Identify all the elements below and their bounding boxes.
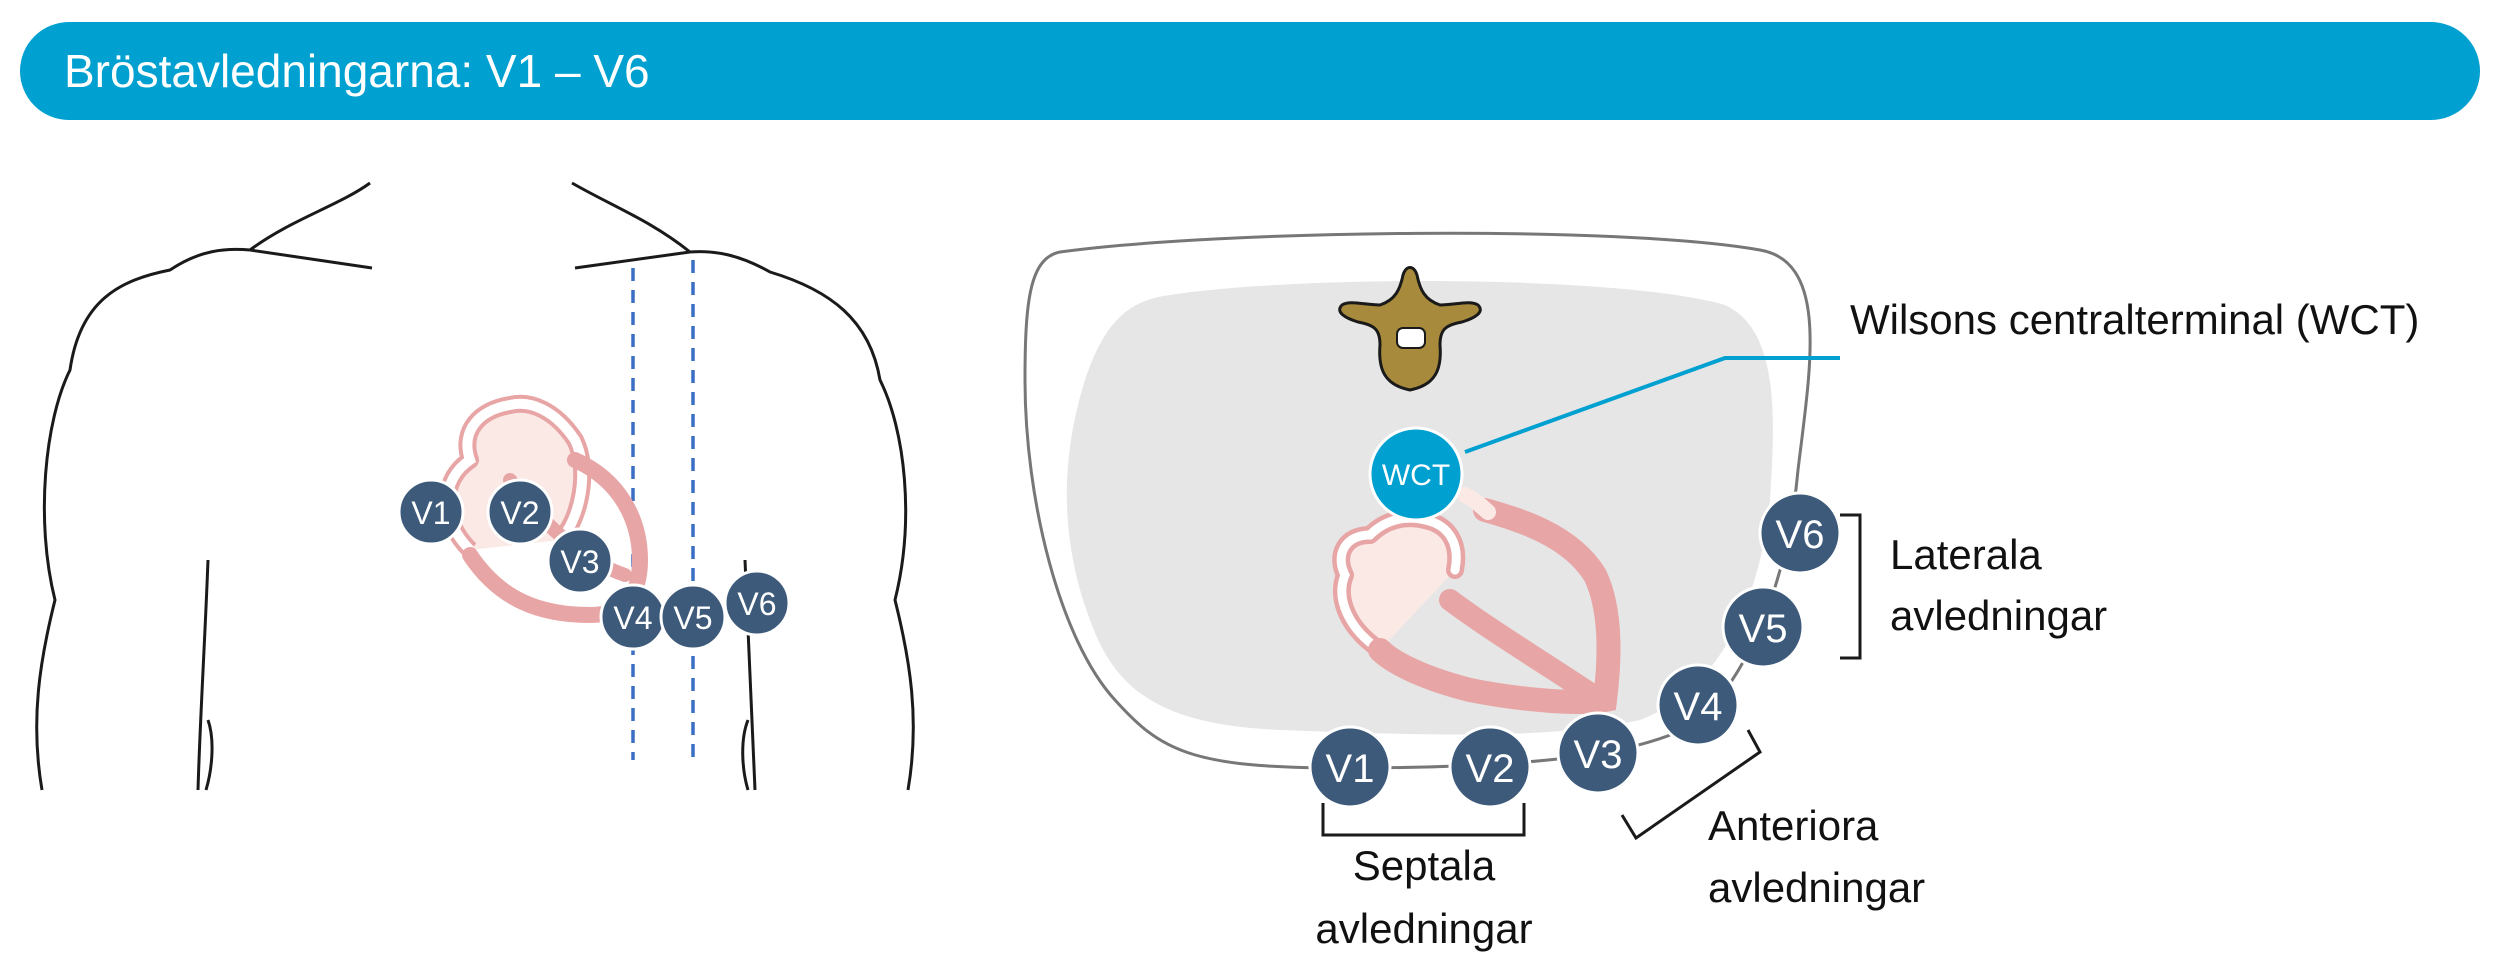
- guide-lines: [631, 260, 695, 760]
- anterior-bracket: [1620, 729, 1762, 841]
- septal-bracket: [1321, 803, 1526, 837]
- wct-node: WCT: [1368, 426, 1464, 522]
- right-electrode-v6: V6: [1758, 491, 1842, 575]
- vertebra-icon: [1338, 266, 1482, 392]
- torso-outline: [35, 181, 915, 791]
- left-electrode-label: V1: [411, 495, 450, 531]
- left-electrode-label: V3: [560, 544, 599, 580]
- septal-label-line1: Septala: [1353, 842, 1496, 889]
- right-electrode-label: V4: [1674, 685, 1723, 729]
- anterior-label-line1: Anteriora: [1708, 802, 1879, 849]
- lateral-label-line1: Laterala: [1890, 531, 2042, 578]
- brackets: [1321, 513, 1862, 841]
- right-electrode-v1: V1: [1308, 725, 1392, 809]
- left-electrode-v2: V2: [486, 478, 554, 546]
- septal-label-line2: avledningar: [1315, 905, 1532, 952]
- lateral-bracket: [1840, 513, 1862, 660]
- right-electrode-v3: V3: [1556, 711, 1640, 795]
- left-electrode-label: V2: [500, 495, 539, 531]
- left-electrode-v3: V3: [546, 527, 614, 595]
- right-electrode-label: V6: [1776, 513, 1825, 557]
- right-electrode-label: V3: [1574, 733, 1623, 777]
- left-electrode-label: V6: [737, 586, 776, 622]
- right-electrode-label: V2: [1466, 747, 1515, 791]
- header-bar: Bröstavledningarna: V1 – V6: [20, 22, 2480, 120]
- wct-callout-line: [1464, 356, 1840, 454]
- right-electrode-v4: V4: [1656, 663, 1740, 747]
- left-electrode-v5: V5: [659, 583, 727, 651]
- heart-illustration-right: [1332, 487, 1621, 714]
- right-electrode-label: V5: [1739, 607, 1788, 651]
- lateral-label-line2: avledningar: [1890, 592, 2107, 639]
- right-electrodes: V1 V2 V3 V4 V5 V6: [1308, 491, 1842, 809]
- left-electrodes: V1 V2 V3 V4 V5 V6: [397, 478, 791, 651]
- right-electrode-v2: V2: [1448, 725, 1532, 809]
- left-electrode-label: V4: [613, 600, 652, 636]
- page-title: Bröstavledningarna: V1 – V6: [64, 45, 650, 97]
- anterior-label-line2: avledningar: [1708, 864, 1925, 911]
- wct-callout-label: Wilsons centralterminal (WCT): [1850, 296, 2419, 343]
- left-electrode-v4: V4: [599, 583, 667, 651]
- left-electrode-label: V5: [673, 600, 712, 636]
- right-electrode-v5: V5: [1721, 585, 1805, 669]
- wct-label: WCT: [1382, 459, 1450, 492]
- right-electrode-label: V1: [1326, 747, 1375, 791]
- left-electrode-v1: V1: [397, 478, 465, 546]
- left-electrode-v6: V6: [723, 569, 791, 637]
- callout-labels: Wilsons centralterminal (WCT) Laterala a…: [1315, 296, 2419, 952]
